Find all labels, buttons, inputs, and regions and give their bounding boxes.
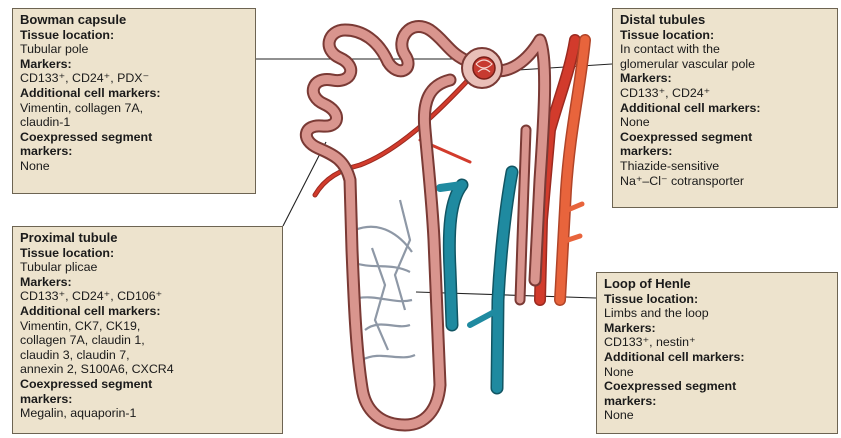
- efferent-arteriole: [315, 78, 470, 195]
- additional-markers-line: Vimentin, CK7, CK19,: [20, 319, 275, 334]
- loop-of-henle-box: Loop of Henle Tissue location: Limbs and…: [596, 272, 838, 434]
- capillary-4: [365, 324, 410, 330]
- capillary-5: [362, 355, 415, 360]
- additional-markers-line: claudin-1: [20, 115, 248, 130]
- glomerulus: [462, 48, 502, 88]
- coexpressed-label: Coexpressed segment: [604, 379, 830, 394]
- tissue-location-value: Tubular plicae: [20, 260, 275, 275]
- additional-markers-line: annexin 2, S100A6, CXCR4: [20, 362, 275, 377]
- coexpressed-label: Coexpressed segment: [20, 377, 275, 392]
- markers-value: CD133⁺, nestin⁺: [604, 335, 830, 350]
- additional-markers-label: Additional cell markers:: [604, 350, 830, 365]
- capillary-6: [395, 200, 410, 310]
- leader-line-henle: [416, 292, 596, 298]
- coexpressed-value: None: [20, 159, 248, 174]
- tissue-location-value: In contact with the: [620, 42, 830, 57]
- additional-markers-line: collagen 7A, claudin 1,: [20, 333, 275, 348]
- vein-left-extension: [440, 185, 462, 188]
- tissue-location-label: Tissue location:: [604, 292, 830, 307]
- capillary-1: [355, 227, 412, 252]
- tissue-location-value: Tubular pole: [20, 42, 248, 57]
- box-title: Bowman capsule: [20, 13, 248, 28]
- bowman-capsule-box: Bowman capsule Tissue location: Tubular …: [12, 8, 256, 194]
- additional-markers-line: Vimentin, collagen 7A,: [20, 101, 248, 116]
- coexpressed-value: Na⁺–Cl⁻ cotransporter: [620, 174, 830, 189]
- tissue-location-label: Tissue location:: [620, 28, 830, 43]
- coexpressed-label: Coexpressed segment: [620, 130, 830, 145]
- coexpressed-value: None: [604, 408, 830, 423]
- coexpressed-label: Coexpressed segment: [20, 130, 248, 145]
- markers-value: CD133⁺, CD24⁺, CD106⁺: [20, 289, 275, 304]
- markers-label: Markers:: [604, 321, 830, 336]
- coexpressed-value: Thiazide-sensitive: [620, 159, 830, 174]
- tissue-location-label: Tissue location:: [20, 28, 248, 43]
- tissue-location-label: Tissue location:: [20, 246, 275, 261]
- additional-markers-label: Additional cell markers:: [20, 86, 248, 101]
- markers-label: Markers:: [20, 57, 248, 72]
- additional-markers-line: claudin 3, claudin 7,: [20, 348, 275, 363]
- efferent-arteriole-fill: [315, 78, 470, 195]
- additional-markers-label: Additional cell markers:: [20, 304, 275, 319]
- box-title: Distal tubules: [620, 13, 830, 28]
- additional-markers-line: None: [604, 365, 830, 380]
- coexpressed-label: markers:: [20, 144, 248, 159]
- proximal-tubule-box: Proximal tubule Tissue location: Tubular…: [12, 226, 283, 434]
- additional-markers-line: None: [620, 115, 830, 130]
- coexpressed-label: markers:: [620, 144, 830, 159]
- vein: [440, 172, 512, 388]
- distal-tubules-box: Distal tubules Tissue location: In conta…: [612, 8, 838, 208]
- markers-label: Markers:: [620, 71, 830, 86]
- markers-label: Markers:: [20, 275, 275, 290]
- coexpressed-value: Megalin, aquaporin-1: [20, 406, 275, 421]
- box-title: Loop of Henle: [604, 277, 830, 292]
- tissue-location-value: glomerular vascular pole: [620, 57, 830, 72]
- tissue-location-value: Limbs and the loop: [604, 306, 830, 321]
- markers-value: CD133⁺, CD24⁺, PDX⁻: [20, 71, 248, 86]
- additional-markers-label: Additional cell markers:: [620, 101, 830, 116]
- coexpressed-label: markers:: [604, 394, 830, 409]
- markers-value: CD133⁺, CD24⁺: [620, 86, 830, 101]
- coexpressed-label: markers:: [20, 392, 275, 407]
- box-title: Proximal tubule: [20, 231, 275, 246]
